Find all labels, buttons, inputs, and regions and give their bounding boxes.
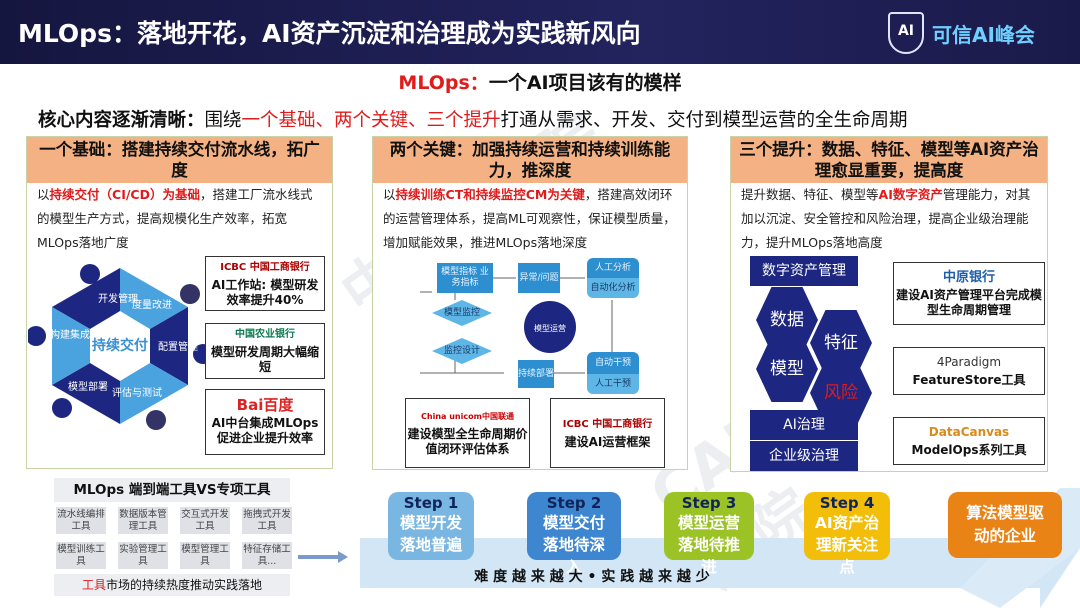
tool-item: 数据版本管理工具 <box>118 507 168 534</box>
cycle-segment <box>52 363 120 424</box>
cycle-segment <box>52 307 90 385</box>
logo-text: 可信AI峰会 <box>932 22 1035 47</box>
gear-icon <box>193 344 208 364</box>
eye-icon <box>180 284 200 304</box>
panel-title: 两个关键：加强持续运营和持续训练能力，推深度 <box>373 137 687 183</box>
ai-governance: AI治理 <box>750 410 858 440</box>
cycle-item: 构建集成 <box>50 328 90 341</box>
flow-analysis-manual: 人工分析 <box>587 258 639 278</box>
panel-title: 三个提升：数据、特征、模型等AI资产治理愈显重要，提高度 <box>731 137 1047 183</box>
cycle-item: 评估与测试 <box>112 386 162 399</box>
case-card-icbc-ops: ICBC 中国工商银行建设AI运营框架 <box>550 398 665 468</box>
tool-item: 模型训练工具 <box>56 542 106 569</box>
cycle-segment <box>120 268 188 329</box>
slide-title: MLOps：落地开花，AI资产沉淀和治理成为实践新风向 <box>18 19 641 48</box>
panel-text: 以持续训练CT和持续监控CM为关键，搭建高效闭环的运营管理体系，提高ML可观察性… <box>383 187 676 250</box>
refresh-cycle-icon <box>524 301 576 353</box>
cycle-segment <box>150 307 188 385</box>
core-post: 打通从需求、开发、交付到模型运营的全生命周期 <box>500 110 908 131</box>
core-pre: 围绕 <box>204 110 242 131</box>
shield-logo-icon: AI <box>888 12 924 54</box>
flow-arrows: 模型运营 <box>420 277 613 374</box>
enterprise-governance: 企业级治理 <box>750 441 858 471</box>
flow-anomaly: 异常/问题 <box>518 263 560 293</box>
cycle-item: 开发管理 <box>98 292 138 305</box>
subtitle-prefix: MLOps： <box>398 72 489 94</box>
cycle-item: 模型部署 <box>68 380 108 393</box>
core-line: 核心内容逐渐清晰：围绕一个基础、两个关键、三个提升打通从需求、开发、交付到模型运… <box>38 106 908 132</box>
flow-intervene-auto: 自动干预 <box>587 352 639 374</box>
case-card-abc: 中国农业银行模型研发周期大幅缩短 <box>205 323 325 379</box>
flow-deploy: 持续部署 <box>518 360 554 388</box>
flow-center-label: 模型运营 <box>534 323 566 333</box>
tools-grid: 流水线编排工具 数据版本管理工具 交互式开发工具 拖拽式开发工具 模型训练工具 … <box>54 507 292 569</box>
panel-title: 一个基础：搭建持续交付流水线，拓广度 <box>27 137 332 183</box>
tool-item: 交互式开发工具 <box>180 507 230 534</box>
core-lead: 核心内容逐渐清晰： <box>38 110 205 131</box>
cycle-center-label: 持续交付 <box>92 337 148 354</box>
header-bar <box>0 0 1080 64</box>
flow-analysis-auto: 自动化分析 <box>587 278 639 298</box>
panel-text: 提升数据、特征、模型等AI数字资产管理能力，对其加以沉淀、安全管控和风险治理，提… <box>741 187 1031 250</box>
document-icon <box>146 410 166 430</box>
band-text: 难 度 越 来 越 大 • 实 践 越 来 越 少 <box>474 569 710 585</box>
summit-logo: AI 可信AI峰会 <box>888 12 1035 54</box>
tool-item: 实验管理工具 <box>118 542 168 569</box>
flow-metrics: 模型指标 业务指标 <box>437 263 493 293</box>
flow-intervene-manual: 人工干预 <box>587 374 639 394</box>
right-arrow-icon <box>298 551 348 563</box>
tools-footer: 工具市场的持续热度推动实践落地 <box>54 574 290 596</box>
digital-asset-mgmt: 数字资产管理 <box>750 256 858 286</box>
tool-item: 模型管理工具 <box>180 542 230 569</box>
cycle-segment <box>52 268 120 329</box>
cycle-diagram: 持续交付 开发管理 度量改进 配置管理 评估与测试 模型部署 构建集成 <box>28 264 208 430</box>
tool-item: 拖拽式开发工具 <box>242 507 292 534</box>
case-card-unicom: China unicom中国联通建设模型全生命周期价值闭环评估体系 <box>405 398 530 468</box>
core-highlight: 一个基础、两个关键、三个提升 <box>241 110 501 131</box>
brain-icon <box>52 398 72 418</box>
layers-icon <box>80 264 100 284</box>
chip-icon <box>28 326 46 346</box>
cycle-item: 配置管理 <box>158 340 198 353</box>
tool-item: 特征存储工具... <box>242 542 292 569</box>
final-goal: 算法模型驱动的企业 <box>948 492 1062 558</box>
case-card-zhongyuan: 中原银行建设AI资产管理平台完成模型生命周期管理 <box>893 262 1045 325</box>
subtitle-rest: 一个AI项目该有的模样 <box>488 72 682 94</box>
tools-title: MLOps 端到端工具VS专项工具 <box>54 478 290 502</box>
cycle-segment <box>120 363 188 424</box>
subtitle: MLOps：一个AI项目该有的模样 <box>0 68 1080 95</box>
cycle-item: 度量改进 <box>132 298 172 311</box>
tool-item: 流水线编排工具 <box>56 507 106 534</box>
panel-text: 以持续交付（CI/CD）为基础，搭建工厂流水线式的模型生产方式，提高规模化生产效… <box>37 187 313 250</box>
